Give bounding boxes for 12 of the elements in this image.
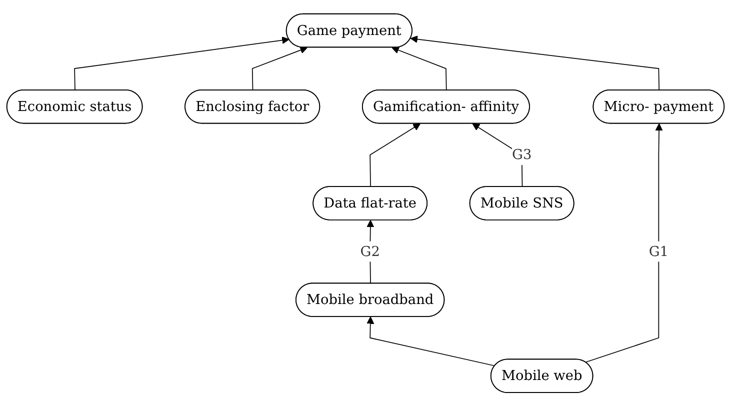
- edge-label: G1: [648, 243, 668, 260]
- arrow: [410, 36, 660, 92]
- arrow: [370, 124, 421, 188]
- arrow: [366, 220, 374, 284]
- arrow: [585, 124, 663, 363]
- arrow: [472, 124, 523, 188]
- arrow: [74, 36, 290, 92]
- edge-label: G2: [360, 243, 380, 260]
- arrow: [252, 46, 308, 92]
- arrow: [366, 316, 496, 367]
- arrow: [392, 46, 447, 92]
- edge-label: G3: [512, 146, 532, 163]
